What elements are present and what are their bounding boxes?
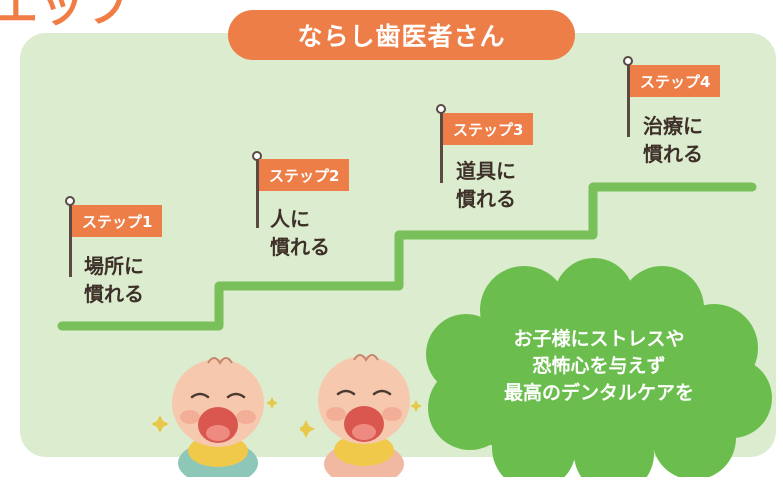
cloud-line2: 恐怖心を与えず	[532, 355, 666, 377]
step-2-line1: 人に	[270, 207, 310, 231]
baby-left-head	[172, 357, 264, 447]
step-1-line2: 慣れる	[84, 282, 144, 306]
step-3-text: 道具に 慣れる	[456, 157, 516, 213]
cloud-line1: お子様にストレスや	[513, 328, 685, 350]
step-4-label: ステップ4	[630, 65, 721, 97]
step-1-line1: 場所に	[84, 254, 144, 278]
step-2-line2: 慣れる	[270, 235, 330, 259]
baby-right-illustration	[300, 354, 422, 477]
heading-fragment: エップ	[0, 0, 132, 32]
step-2-label: ステップ2	[259, 159, 350, 191]
sparkle-icons	[152, 397, 278, 433]
step-4-line2: 慣れる	[643, 142, 703, 166]
flag-pole	[69, 205, 72, 277]
step-3-line1: 道具に	[456, 159, 516, 183]
step-4-text: 治療に 慣れる	[643, 112, 703, 168]
baby-right-head	[318, 354, 410, 444]
step-3-line2: 慣れる	[456, 187, 516, 211]
flag-pole	[256, 160, 259, 228]
page-title: ならし歯医者さん	[228, 10, 575, 60]
flag-pole	[627, 65, 630, 137]
step-1-label: ステップ1	[72, 205, 163, 237]
flag-pole	[440, 113, 443, 183]
step-3-label: ステップ3	[443, 113, 534, 145]
baby-right-body	[324, 434, 404, 477]
message-cloud: お子様にストレスや 恐怖心を与えず 最高のデンタルケアを	[414, 258, 776, 481]
step-1-text: 場所に 慣れる	[84, 252, 144, 308]
cloud-message: お子様にストレスや 恐怖心を与えず 最高のデンタルケアを	[454, 326, 744, 407]
sparkle-icons	[300, 400, 422, 438]
cloud-line3: 最高のデンタルケアを	[503, 382, 694, 404]
cloud-icon	[426, 258, 772, 481]
step-4-line1: 治療に	[643, 114, 703, 138]
baby-left-illustration	[152, 357, 278, 477]
step-2-text: 人に 慣れる	[270, 205, 330, 261]
